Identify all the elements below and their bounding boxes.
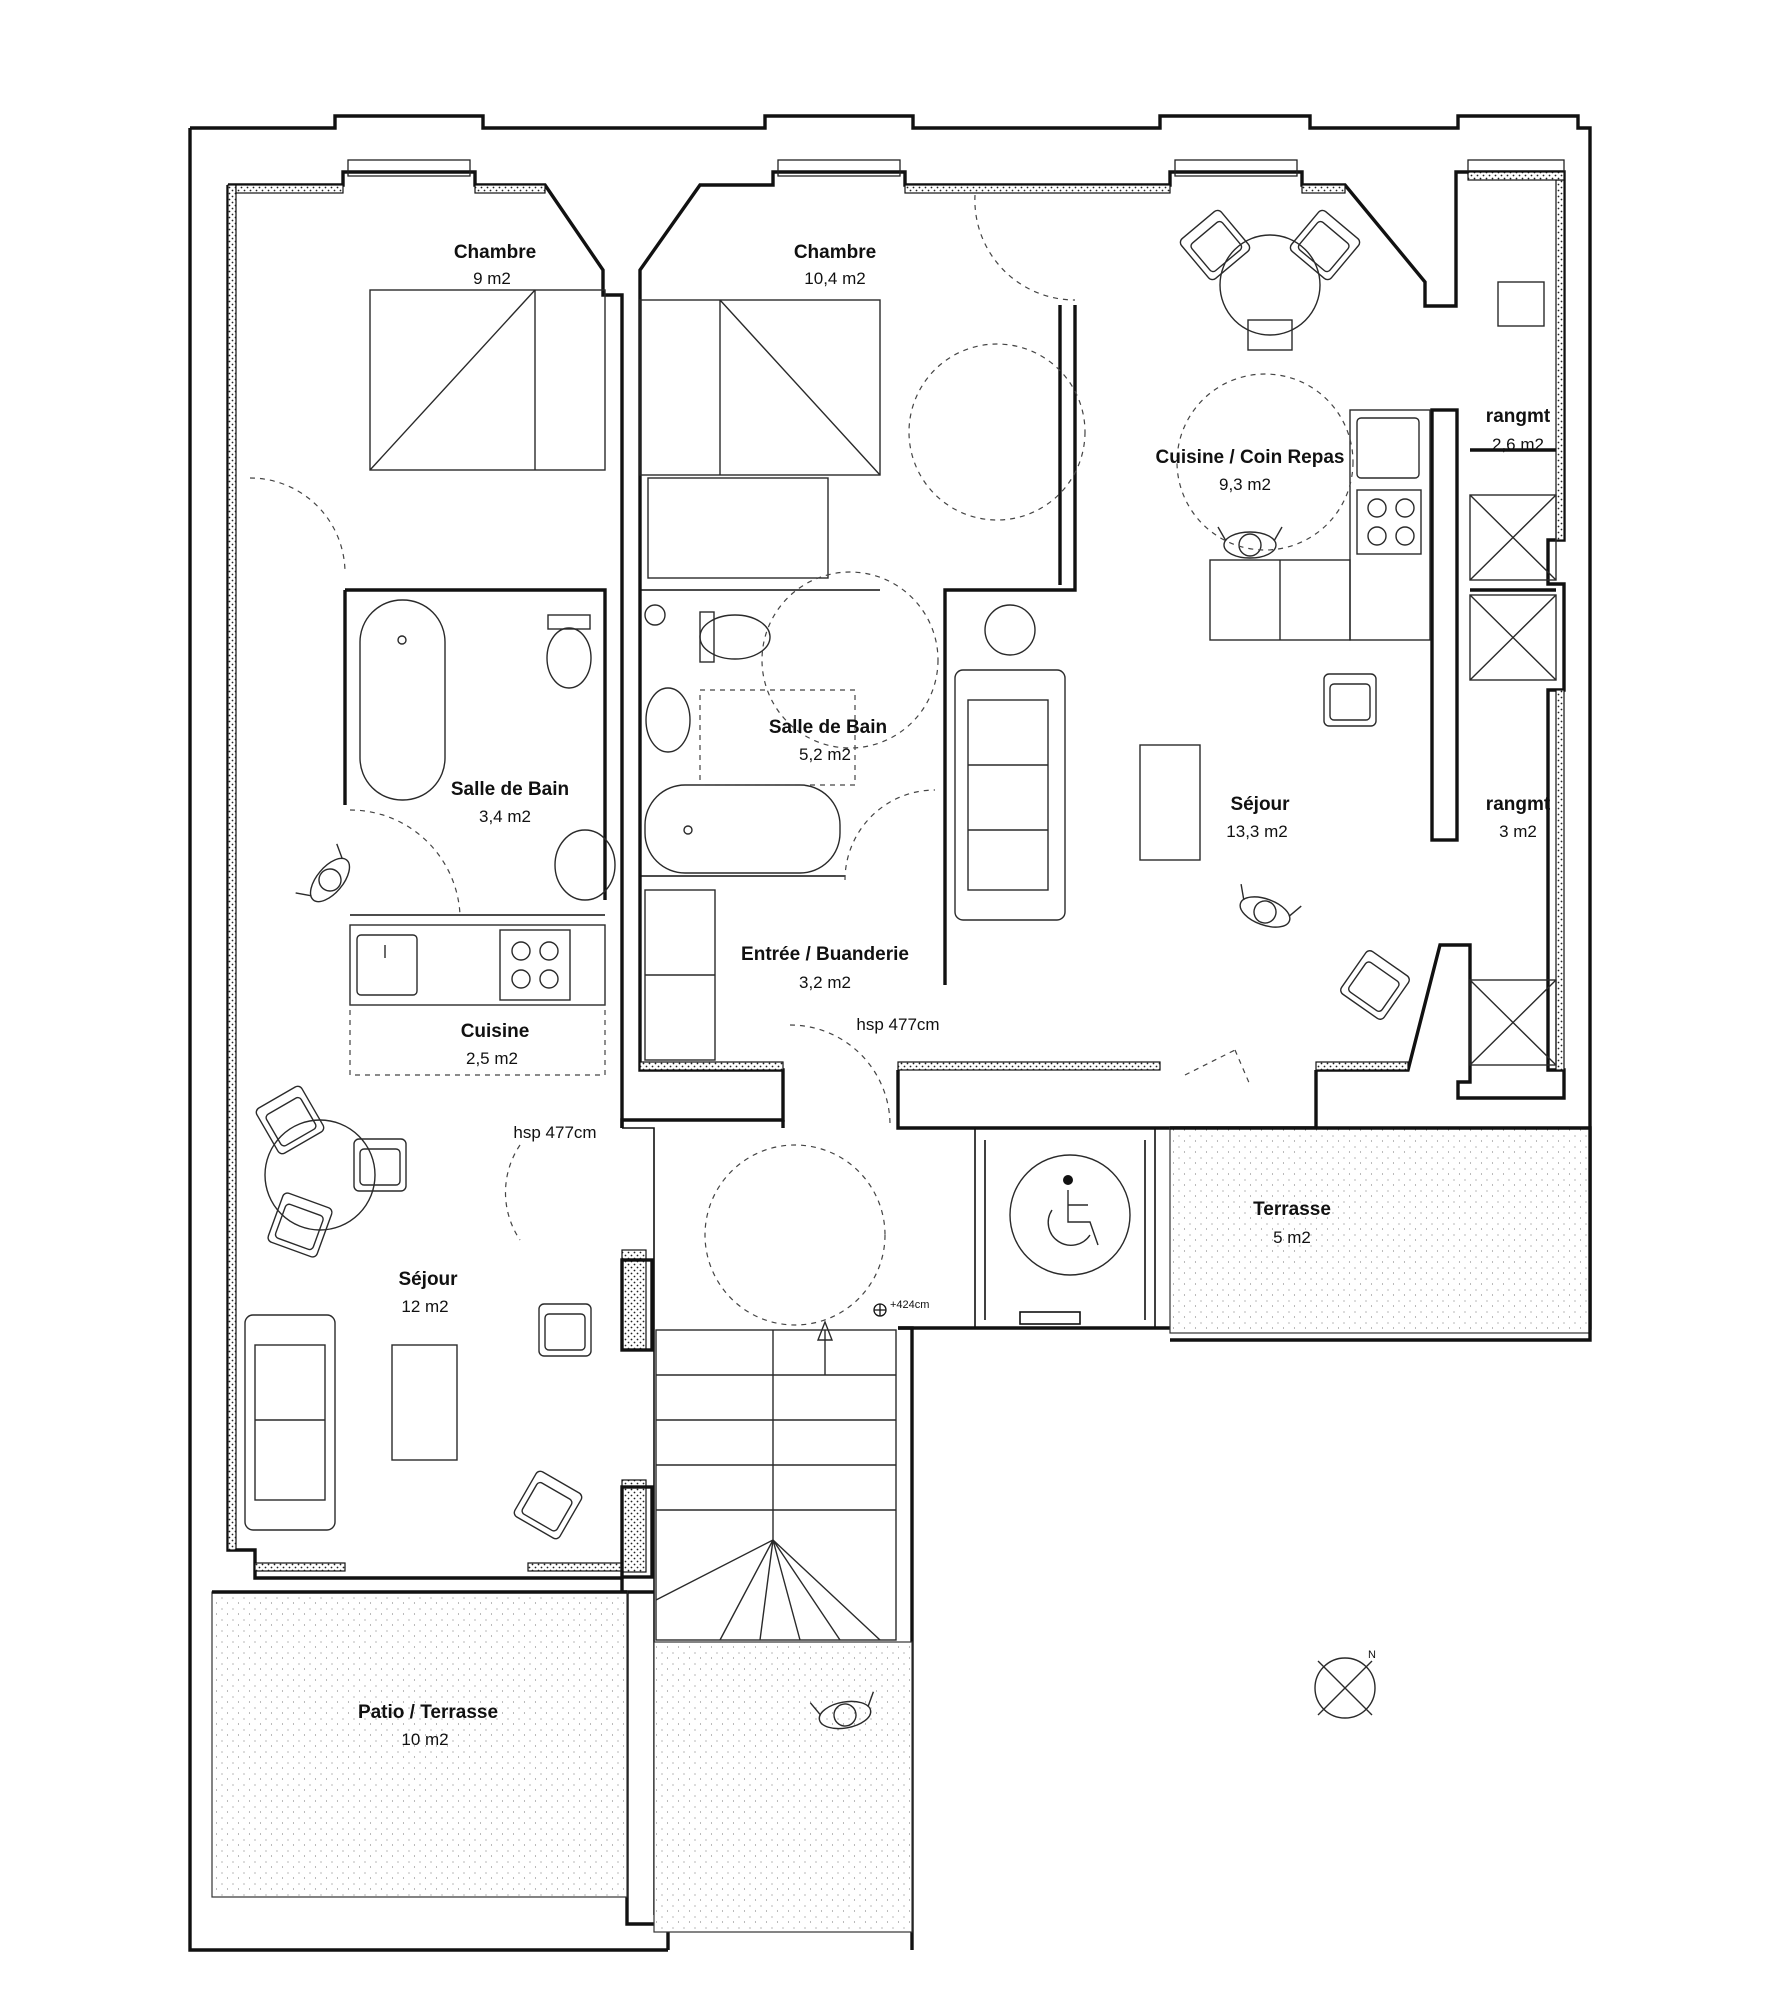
- room-name-sejour-2: Séjour: [398, 1269, 458, 1290]
- room-area-rangmt-2: 3 m2: [1499, 822, 1537, 841]
- room-area-patio-terrasse: 10 m2: [401, 1730, 448, 1749]
- room-name-terrasse: Terrasse: [1253, 1199, 1331, 1220]
- room-area-sejour-2: 12 m2: [401, 1297, 448, 1316]
- room-area-entree-buanderie: 3,2 m2: [799, 973, 851, 992]
- room-area-sejour-1: 13,3 m2: [1226, 822, 1287, 841]
- level-marker: +424cm: [873, 1299, 929, 1317]
- room-name-rangmt-2: rangmt: [1486, 794, 1551, 815]
- room-area-salle-de-bain-2: 5,2 m2: [799, 745, 851, 764]
- furniture: [244, 207, 1557, 1735]
- room-area-chambre-2: 10,4 m2: [804, 269, 865, 288]
- door-swings: [249, 194, 1354, 1326]
- north-arrow-icon: N: [1314, 1649, 1376, 1719]
- room-labels: Chambre 9 m2 Chambre 10,4 m2 Cuisine / C…: [358, 242, 1551, 1749]
- room-name-cuisine-2: Cuisine: [461, 1021, 530, 1042]
- wheelchair-icon: [1009, 1154, 1131, 1276]
- north-label: N: [1368, 1649, 1376, 1661]
- room-name-sejour-1: Séjour: [1230, 794, 1290, 815]
- ceiling-height-label-1: hsp 477cm: [856, 1015, 939, 1034]
- room-name-cuisine-coin-repas: Cuisine / Coin Repas: [1156, 447, 1345, 468]
- level-mark-label: +424cm: [890, 1299, 929, 1311]
- window-frames: [347, 159, 1565, 177]
- ceiling-height-label-2: hsp 477cm: [513, 1123, 596, 1142]
- room-name-rangmt-1: rangmt: [1486, 406, 1551, 427]
- room-area-cuisine-2: 2,5 m2: [466, 1049, 518, 1068]
- room-name-patio-terrasse: Patio / Terrasse: [358, 1702, 498, 1723]
- exterior-walls: [188, 114, 1592, 1952]
- room-name-salle-de-bain-1: Salle de Bain: [451, 779, 569, 800]
- room-area-salle-de-bain-1: 3,4 m2: [479, 807, 531, 826]
- staircase: [655, 1320, 897, 1641]
- room-area-cuisine-coin-repas: 9,3 m2: [1219, 475, 1271, 494]
- room-area-terrasse: 5 m2: [1273, 1228, 1311, 1247]
- outdoor-areas: [211, 1126, 1592, 1933]
- room-name-salle-de-bain-2: Salle de Bain: [769, 717, 887, 738]
- room-name-chambre-1: Chambre: [454, 242, 536, 263]
- room-name-entree-buanderie: Entrée / Buanderie: [741, 944, 909, 965]
- room-area-rangmt-1: 2,6 m2: [1492, 435, 1544, 454]
- room-name-chambre-2: Chambre: [794, 242, 876, 263]
- room-area-chambre-1: 9 m2: [473, 269, 511, 288]
